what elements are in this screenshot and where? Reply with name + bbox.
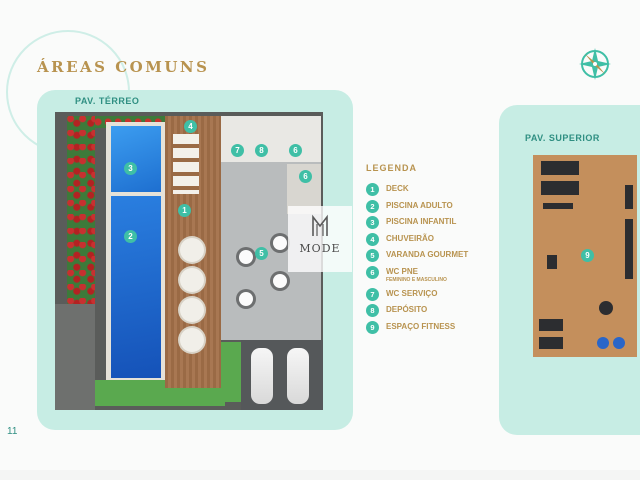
side-corridor [55,304,95,410]
exercise-ball [613,337,625,349]
parking-area [241,340,323,410]
gourmet-table [273,274,287,288]
legend-item-sub: FEMININO E MASCULINO [386,276,447,283]
plan-marker-8: 8 [255,144,268,157]
compass-icon [579,48,611,80]
adult-pool [111,196,161,378]
mat [539,319,563,331]
kids-pool [111,126,161,192]
ground-floor-plan: 4 3 2 1 7 8 6 6 5 [55,112,323,410]
weight-rack [625,185,633,209]
deck-table [180,298,204,322]
gourmet-table [239,292,253,306]
exercise-ball [597,337,609,349]
dumbbell-rack [543,203,573,209]
mode-logo: MODE [288,206,352,272]
exercise-machine [599,301,613,315]
plan-marker-2: 2 [124,230,137,243]
brochure-page: ÁREAS COMUNS PAV. TÉRREO [6,30,640,437]
ground-floor-label: PAV. TÉRREO [75,96,140,106]
deck-table [180,328,204,352]
bike [547,255,557,269]
lawn-strip [221,342,243,402]
plan-marker-4: 4 [184,120,197,133]
treadmill [541,161,579,175]
plan-marker-1: 1 [178,204,191,217]
logo-name: MODE [299,242,341,255]
car [251,348,273,404]
plan-marker-6b: 6 [299,170,312,183]
car [287,348,309,404]
plan-marker-3: 3 [124,162,137,175]
gourmet-table [273,236,287,250]
deck-table [180,268,204,292]
mat [539,337,563,349]
gourmet-table [239,250,253,264]
plan-marker-5: 5 [255,247,268,260]
legend-title: LEGENDA [366,163,418,173]
deck-table [180,238,204,262]
upper-floor-label: PAV. SUPERIOR [525,133,600,143]
treadmill [541,181,579,195]
weight-rack [625,219,633,279]
plan-marker-7: 7 [231,144,244,157]
plan-marker-9: 9 [581,249,594,262]
deck-tables [177,232,207,352]
upper-floor-plan: 9 [533,155,637,357]
plan-marker-6: 6 [289,144,302,157]
page-number: 11 [7,426,18,437]
sun-loungers [173,134,199,194]
page-title: ÁREAS COMUNS [37,58,210,76]
mode-logo-mark-icon [312,214,328,236]
